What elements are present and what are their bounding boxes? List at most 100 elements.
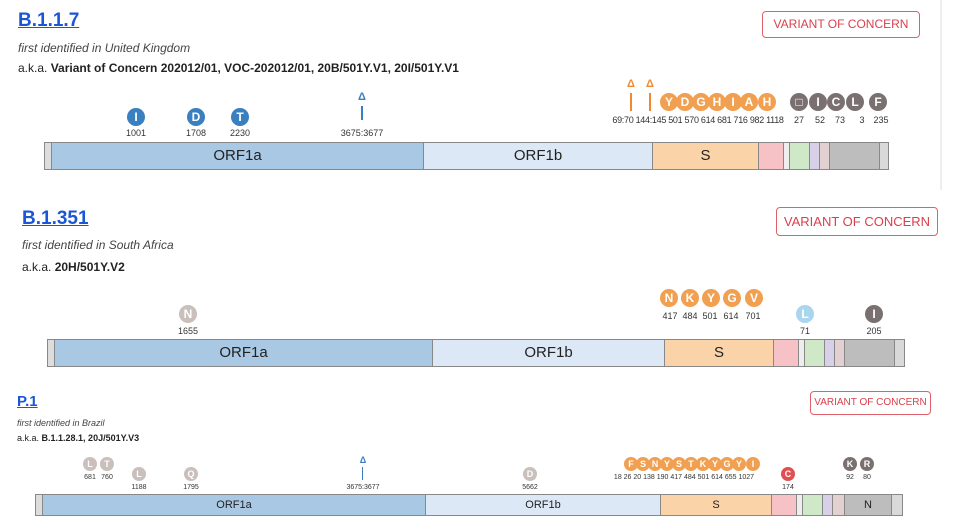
mutation-marker[interactable]: □ xyxy=(790,93,808,111)
gene-segment xyxy=(823,495,833,515)
mutation-marker[interactable]: K xyxy=(843,457,857,471)
mutation-marker[interactable]: H xyxy=(758,93,776,111)
mutation-marker[interactable]: C xyxy=(781,467,795,481)
mutation-marker[interactable]: I xyxy=(865,305,883,323)
mutation-position: 701 xyxy=(745,311,761,321)
genome-bar: ORF1a ORF1b S xyxy=(47,339,905,367)
mutation-marker[interactable]: F xyxy=(624,457,638,471)
mutation-position: 1001 xyxy=(125,128,147,138)
aka-prefix: a.k.a. xyxy=(17,433,40,443)
mutation-marker[interactable]: N xyxy=(648,457,662,471)
mutation-position: 1188 xyxy=(131,484,147,491)
mutation-marker[interactable]: T xyxy=(231,108,249,126)
deletion-icon: Δ xyxy=(358,91,366,103)
mutation-marker[interactable]: S xyxy=(672,457,686,471)
gene-orf1a[interactable]: ORF1a xyxy=(55,340,433,366)
variant-origin: first identified in Brazil xyxy=(17,418,105,428)
mutation-marker[interactable]: L xyxy=(132,467,146,481)
gene-segment xyxy=(833,495,845,515)
mutation-marker[interactable]: N xyxy=(660,289,678,307)
aka-prefix: a.k.a. xyxy=(18,61,48,75)
variant-card-b1351: B.1.351 first identified in South Africa… xyxy=(0,200,961,380)
mutation-position: 69:70 144:145 501 570 614 681 716 982 11… xyxy=(612,115,784,125)
status-badge: VARIANT OF CONCERN xyxy=(776,207,938,236)
gene-segment xyxy=(36,495,43,515)
mutation-marker[interactable]: L xyxy=(846,93,864,111)
mutation-marker[interactable]: K xyxy=(696,457,710,471)
mutation-marker[interactable]: S xyxy=(636,457,650,471)
genome-bar: ORF1a ORF1b S xyxy=(44,142,889,170)
mutation-position: 1795 xyxy=(183,484,199,491)
mutation-position: 174 xyxy=(782,484,794,491)
mutation-position: 501 xyxy=(702,311,718,321)
mutation-marker[interactable]: N xyxy=(179,305,197,323)
mutation-marker[interactable]: I xyxy=(809,93,827,111)
variant-title-link[interactable]: B.1.351 xyxy=(22,208,89,229)
gene-orf1b[interactable]: ORF1b xyxy=(424,143,653,169)
gene-segment xyxy=(825,340,835,366)
gene-segment xyxy=(790,143,810,169)
mutation-marker[interactable]: I xyxy=(127,108,145,126)
mutation-marker[interactable]: T xyxy=(684,457,698,471)
mutation-marker[interactable]: G xyxy=(720,457,734,471)
mutation-marker[interactable]: D xyxy=(187,108,205,126)
gene-s[interactable]: S xyxy=(665,340,774,366)
mutation-marker[interactable]: I xyxy=(724,93,742,111)
gene-segment xyxy=(845,340,895,366)
mutation-marker[interactable]: Y xyxy=(660,457,674,471)
deletion-icon: Δ xyxy=(627,78,635,90)
mutation-marker[interactable]: D xyxy=(676,93,694,111)
mutation-marker[interactable]: F xyxy=(869,93,887,111)
mutation-marker[interactable]: H xyxy=(708,93,726,111)
deletion-icon: Δ xyxy=(359,455,367,465)
mutation-marker[interactable]: V xyxy=(745,289,763,307)
mutation-position: 760 xyxy=(101,474,113,481)
aka-prefix: a.k.a. xyxy=(22,260,52,274)
gene-orf1a[interactable]: ORF1a xyxy=(52,143,424,169)
deletion-stem xyxy=(361,106,363,120)
gene-segment xyxy=(799,340,805,366)
variant-card-p1: P.1 first identified in Brazil a.k.a. B.… xyxy=(0,385,961,529)
mutation-position: 2230 xyxy=(229,128,251,138)
mutation-marker[interactable]: Y xyxy=(732,457,746,471)
aka-names: Variant of Concern 202012/01, VOC-202012… xyxy=(50,61,459,75)
gene-segment xyxy=(48,340,55,366)
mutation-marker[interactable]: D xyxy=(523,467,537,481)
mutation-position: 18 26 20 138 190 417 484 501 614 655 102… xyxy=(613,474,755,481)
mutation-position: 417 xyxy=(662,311,678,321)
aka-names: B.1.1.28.1, 20J/501Y.V3 xyxy=(41,433,140,443)
mutation-position: 71 xyxy=(799,326,811,336)
mutation-marker[interactable]: T xyxy=(100,457,114,471)
mutation-marker[interactable]: G xyxy=(723,289,741,307)
variant-aka: a.k.a. Variant of Concern 202012/01, VOC… xyxy=(18,61,459,75)
deletion-stem xyxy=(362,467,363,480)
mutation-marker[interactable]: R xyxy=(860,457,874,471)
mutation-marker[interactable]: I xyxy=(746,457,760,471)
mutation-marker[interactable]: Y xyxy=(660,93,678,111)
variant-title-link[interactable]: P.1 xyxy=(17,393,38,410)
mutation-marker[interactable]: Q xyxy=(184,467,198,481)
gene-n[interactable]: N xyxy=(845,495,892,515)
variant-title-link[interactable]: B.1.1.7 xyxy=(18,10,80,31)
mutation-position: 3675:3677 xyxy=(340,128,384,138)
mutation-marker[interactable]: K xyxy=(681,289,699,307)
gene-s[interactable]: S xyxy=(653,143,759,169)
mutation-marker[interactable]: C xyxy=(827,93,845,111)
gene-segment xyxy=(803,495,823,515)
gene-segment xyxy=(830,143,880,169)
mutation-marker[interactable]: Y xyxy=(702,289,720,307)
gene-segment xyxy=(810,143,820,169)
mutation-marker[interactable]: G xyxy=(692,93,710,111)
deletion-icon: Δ xyxy=(646,78,654,90)
mutation-position: 1655 xyxy=(177,326,199,336)
mutation-position: 3675:3677 xyxy=(346,484,380,491)
mutation-marker[interactable]: Y xyxy=(708,457,722,471)
mutation-position: 484 xyxy=(682,311,698,321)
gene-orf1b[interactable]: ORF1b xyxy=(426,495,661,515)
mutation-marker[interactable]: L xyxy=(83,457,97,471)
gene-orf1b[interactable]: ORF1b xyxy=(433,340,665,366)
gene-orf1a[interactable]: ORF1a xyxy=(43,495,426,515)
mutation-marker[interactable]: A xyxy=(740,93,758,111)
mutation-marker[interactable]: L xyxy=(796,305,814,323)
gene-s[interactable]: S xyxy=(661,495,772,515)
